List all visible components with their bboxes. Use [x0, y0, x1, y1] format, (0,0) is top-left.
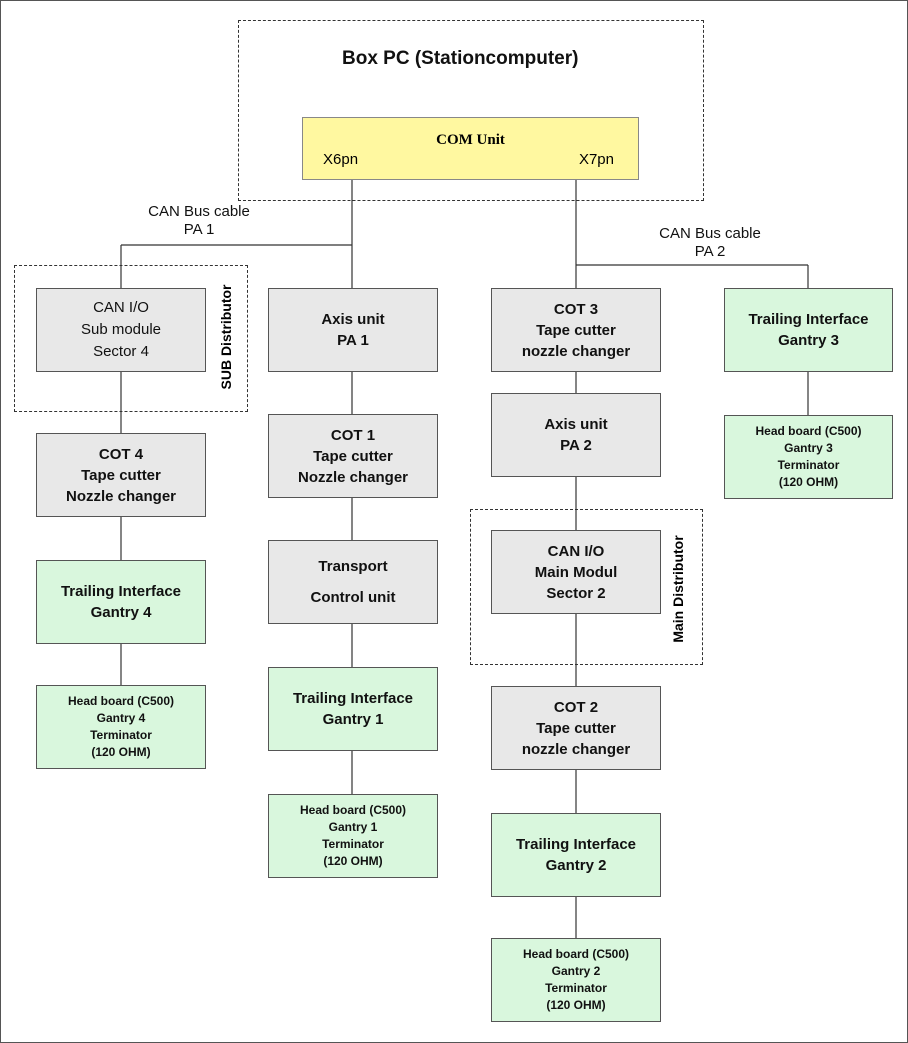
box-line: CAN I/O: [547, 542, 605, 560]
com-unit-box: COM Unit X6pn X7pn: [302, 117, 639, 180]
box-line: Head board (C500): [299, 803, 407, 817]
axis-unit-pa2-box: Axis unit PA 2: [491, 393, 661, 477]
box-line: Control unit: [310, 589, 396, 606]
box-line: COT 1: [330, 426, 376, 444]
box-line: Terminator: [777, 458, 840, 472]
box-line: Gantry 3: [778, 332, 839, 349]
head-board-gantry2-box: Head board (C500) Gantry 2 Terminator (1…: [491, 938, 661, 1022]
com-unit-title: COM Unit: [436, 132, 505, 148]
sub-distributor-label: SUB Distributor: [218, 284, 234, 390]
box-line: Nozzle changer: [65, 487, 177, 505]
box-line: nozzle changer: [521, 342, 631, 360]
cot1-box: COT 1 Tape cutter Nozzle changer: [268, 414, 438, 498]
box-line: Terminator: [545, 981, 607, 995]
bus-label-pa1: CAN Bus cable PA 1: [139, 203, 259, 239]
can-io-main-modul-box: CAN I/O Main Modul Sector 2: [491, 530, 661, 614]
box-line: Head board (C500): [522, 947, 630, 961]
box-line: PA 1: [337, 332, 369, 349]
bus-label-pa2: CAN Bus cable PA 2: [650, 225, 770, 261]
cot3-box: COT 3 Tape cutter nozzle changer: [491, 288, 661, 372]
trailing-interface-gantry3-box: Trailing Interface Gantry 3: [724, 288, 893, 372]
box-line: Terminator: [90, 728, 152, 742]
box-line: Head board (C500): [67, 694, 175, 708]
box-line: Tape cutter: [313, 447, 393, 465]
box-line: Transport: [318, 558, 388, 575]
box-line: Trailing Interface: [515, 836, 637, 853]
bus-label-pa1-line2: PA 1: [183, 221, 215, 238]
box-line: nozzle changer: [521, 740, 631, 758]
head-board-gantry4-box: Head board (C500) Gantry 4 Terminator (1…: [36, 685, 206, 769]
cot4-box: COT 4 Tape cutter Nozzle changer: [36, 433, 206, 517]
box-line: Axis unit: [544, 416, 608, 433]
box-line: Trailing Interface: [292, 690, 414, 707]
box-line: Gantry 4: [96, 711, 146, 725]
box-pc-group: [238, 20, 704, 201]
box-line: Tape cutter: [536, 719, 616, 737]
box-line: (120 OHM): [546, 998, 606, 1012]
box-line: (120 OHM): [323, 854, 383, 868]
box-line: Head board (C500): [755, 424, 862, 438]
box-line: COT 4: [98, 445, 144, 463]
box-line: CAN I/O: [93, 299, 149, 316]
box-line: Main Modul: [534, 563, 618, 581]
box-line: Tape cutter: [81, 466, 161, 484]
diagram-title: Box PC (Stationcomputer): [342, 48, 579, 69]
box-line: Axis unit: [321, 311, 385, 328]
box-line: Nozzle changer: [297, 468, 409, 486]
trailing-interface-gantry2-box: Trailing Interface Gantry 2: [491, 813, 661, 897]
box-line: (120 OHM): [91, 745, 151, 759]
box-line: PA 2: [560, 437, 592, 454]
box-line: Gantry 3: [784, 441, 833, 455]
bus-label-pa1-line1: CAN Bus cable: [148, 203, 250, 220]
main-distributor-label: Main Distributor: [670, 535, 686, 643]
can-io-sub-module-box: CAN I/O Sub module Sector 4: [36, 288, 206, 372]
box-line: (120 OHM): [778, 475, 839, 489]
box-line: Trailing Interface: [748, 311, 869, 328]
com-port-x7pn: X7pn: [578, 151, 614, 168]
sub-distributor-group: [14, 265, 248, 412]
head-board-gantry3-box: Head board (C500) Gantry 3 Terminator (1…: [724, 415, 893, 499]
box-line: COT 3: [553, 300, 599, 318]
box-line: Trailing Interface: [60, 583, 182, 600]
box-line: Sector 4: [93, 343, 149, 360]
box-line: Sub module: [80, 321, 162, 338]
box-line: Gantry 1: [322, 711, 384, 728]
box-line: Tape cutter: [536, 321, 616, 339]
main-distributor-group: [470, 509, 703, 665]
com-port-x6pn: X6pn: [323, 151, 359, 168]
axis-unit-pa1-box: Axis unit PA 1: [268, 288, 438, 372]
box-line: Gantry 4: [90, 604, 152, 621]
box-line: COT 2: [553, 698, 599, 716]
trailing-interface-gantry1-box: Trailing Interface Gantry 1: [268, 667, 438, 751]
bus-label-pa2-line2: PA 2: [694, 243, 726, 260]
box-line: Gantry 1: [328, 820, 378, 834]
bus-label-pa2-line1: CAN Bus cable: [659, 225, 761, 242]
box-line: Terminator: [322, 837, 384, 851]
head-board-gantry1-box: Head board (C500) Gantry 1 Terminator (1…: [268, 794, 438, 878]
transport-control-unit-box: Transport Control unit: [268, 540, 438, 624]
box-line: Sector 2: [546, 584, 606, 602]
trailing-interface-gantry4-box: Trailing Interface Gantry 4: [36, 560, 206, 644]
box-line: Gantry 2: [545, 857, 607, 874]
cot2-box: COT 2 Tape cutter nozzle changer: [491, 686, 661, 770]
box-line: Gantry 2: [551, 964, 601, 978]
